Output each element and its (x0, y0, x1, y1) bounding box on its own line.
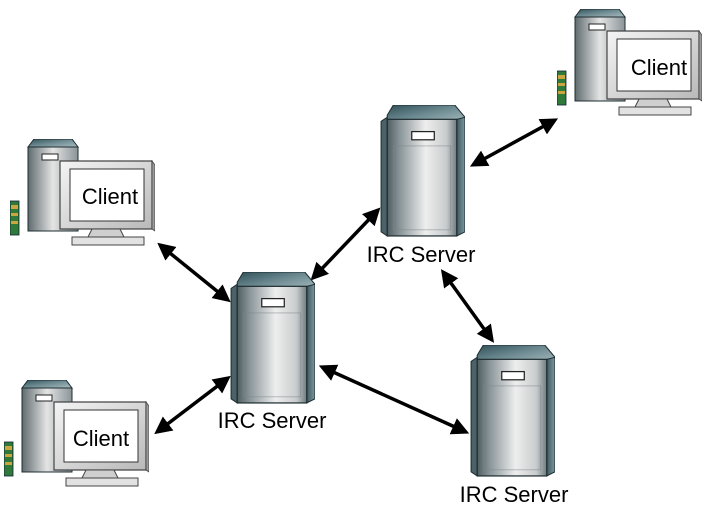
connections (154, 118, 559, 435)
client-top-right: Client (557, 9, 702, 116)
server-top-label: IRC Server (367, 242, 476, 267)
link-client-top-right-to-server-top (469, 118, 559, 167)
client-left-bottom: Client (4, 380, 149, 487)
client-left-top-label: Client (82, 184, 138, 209)
server-tower-icon (230, 272, 315, 404)
server-top: IRC Server (367, 105, 476, 267)
client-left-bottom-label: Client (73, 426, 129, 451)
client-left-top: Client (10, 139, 155, 246)
server-tower-icon (470, 345, 555, 477)
client-top-right-label: Client (631, 55, 687, 80)
link-server-center-to-server-bottom-right (318, 364, 470, 435)
link-server-top-to-server-center (310, 207, 381, 281)
server-bottom-right-label: IRC Server (460, 482, 569, 507)
server-center-label: IRC Server (218, 408, 327, 433)
server-bottom-right: IRC Server (460, 345, 569, 507)
server-center: IRC Server (218, 272, 327, 433)
link-client-left-bottom-to-server-center (154, 375, 231, 435)
server-tower-icon (380, 105, 465, 237)
link-client-left-top-to-server-center (157, 242, 231, 303)
link-server-top-to-server-bottom-right (440, 269, 495, 343)
